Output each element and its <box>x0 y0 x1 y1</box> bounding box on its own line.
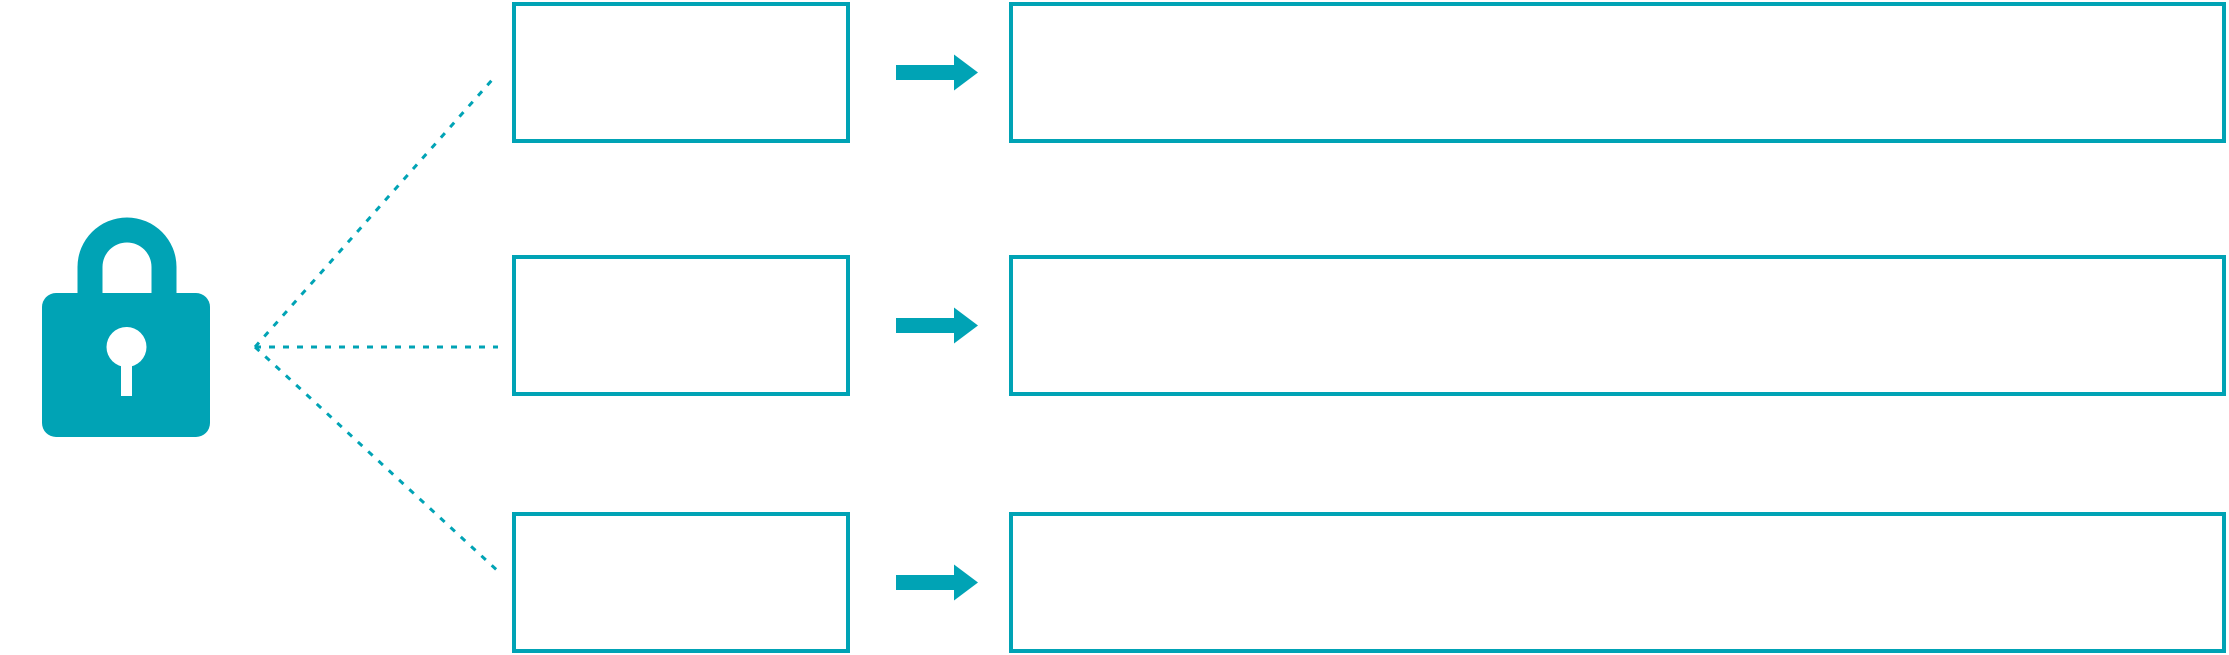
right-arrow-icon <box>896 54 978 91</box>
dotted-connector-bottom <box>253 345 502 575</box>
description-box-1 <box>1009 2 2226 143</box>
description-box-3 <box>1009 512 2226 653</box>
category-box-3 <box>512 512 850 653</box>
lock-icon <box>42 217 210 437</box>
right-arrow-icon <box>896 564 978 601</box>
category-box-2 <box>512 255 850 396</box>
category-box-1 <box>512 2 850 143</box>
description-box-2 <box>1009 255 2226 396</box>
dotted-connector-top <box>253 79 494 348</box>
right-arrow-icon <box>896 307 978 344</box>
